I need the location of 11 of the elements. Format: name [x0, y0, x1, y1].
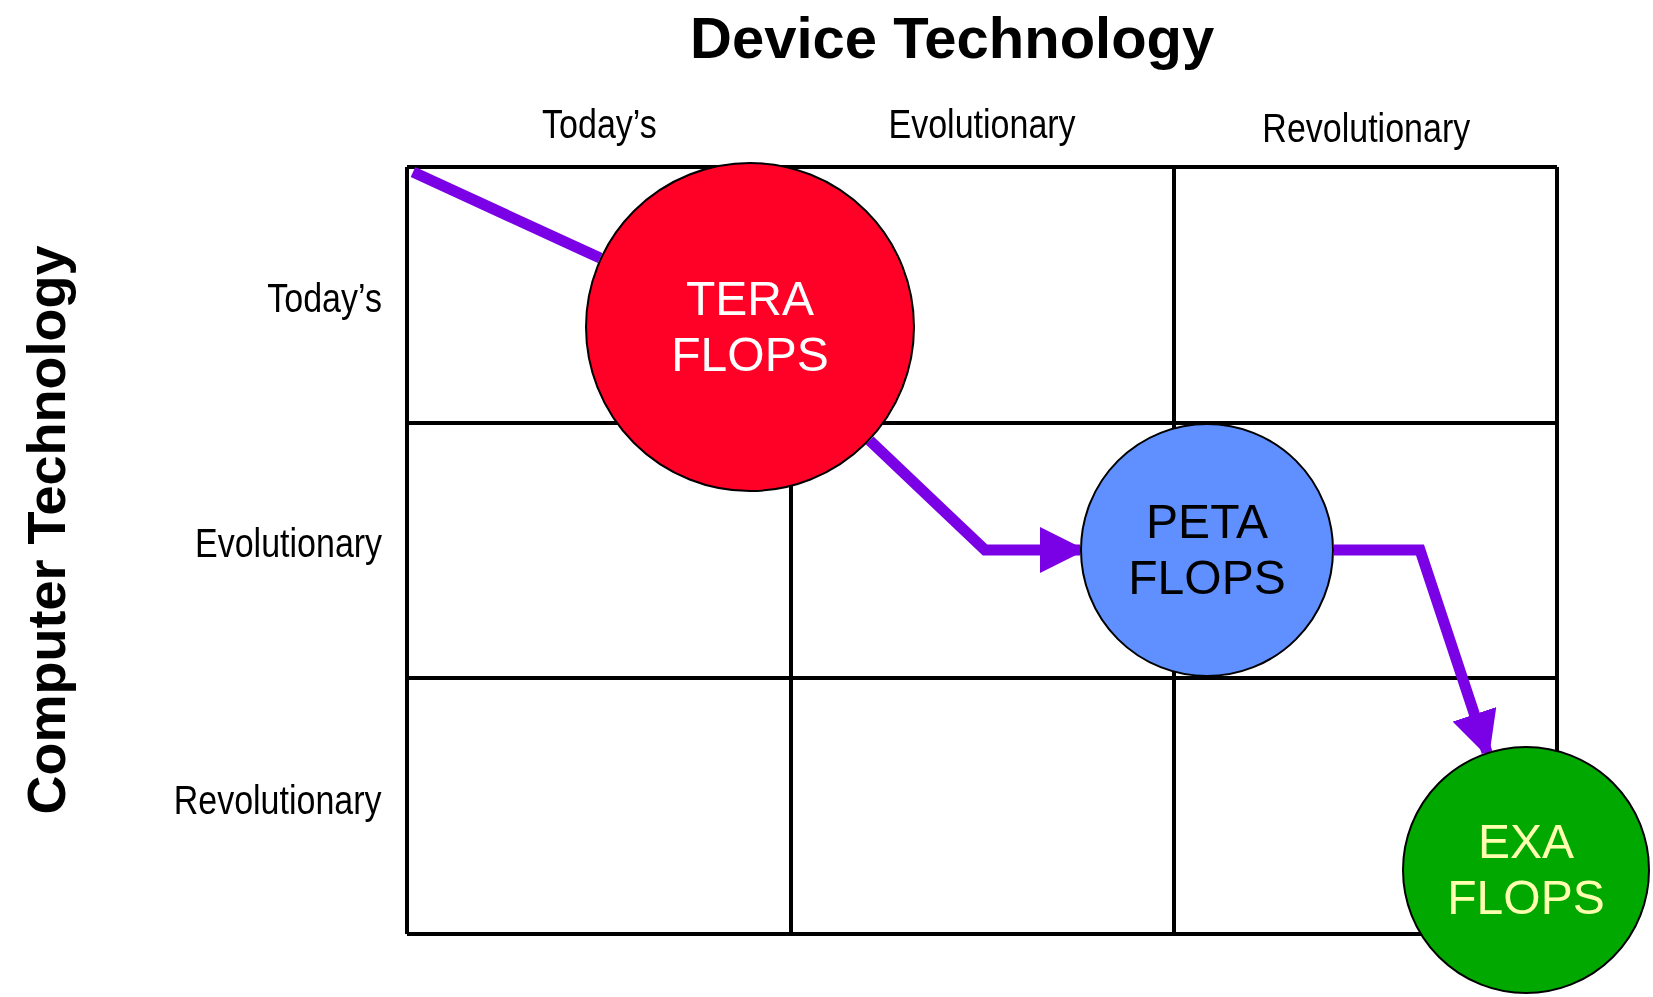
column-header: Revolutionary: [1261, 105, 1470, 151]
column-header: Today’s: [541, 101, 657, 147]
node-label: TERA FLOPS: [670, 271, 830, 383]
node-label: EXA FLOPS: [1446, 814, 1606, 926]
row-header: Evolutionary: [195, 520, 383, 566]
axis-title: Computer Technology: [14, 245, 76, 815]
column-header: Evolutionary: [888, 101, 1076, 147]
title: Device Technology: [690, 4, 1215, 71]
row-header: Today’s: [267, 275, 382, 321]
row-header: Revolutionary: [173, 777, 382, 823]
node-label: PETA FLOPS: [1127, 494, 1287, 606]
